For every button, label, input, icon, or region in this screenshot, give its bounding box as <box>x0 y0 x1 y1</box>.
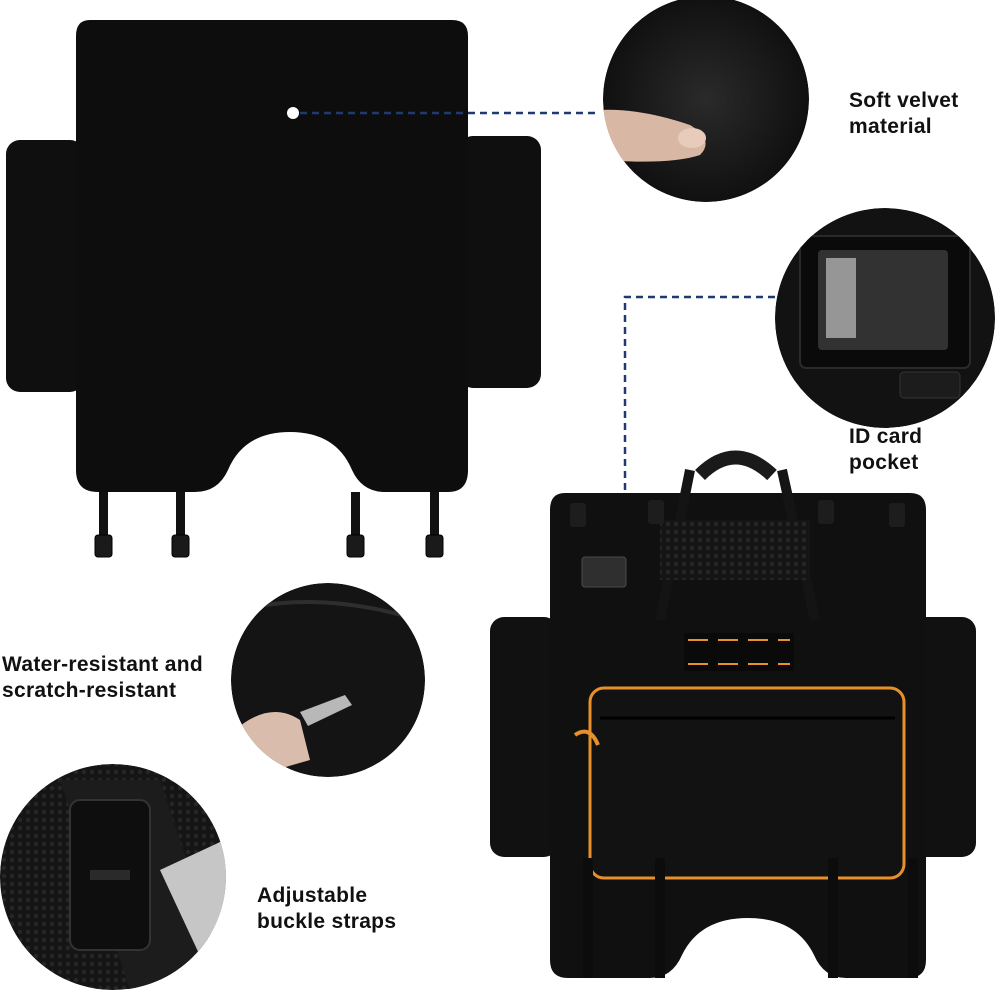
label-soft-velvet: Soft velvet material <box>849 89 959 138</box>
buckle <box>171 534 190 558</box>
zipper-pull <box>573 729 600 746</box>
left-side-flap <box>6 140 84 392</box>
callout-dot-velvet <box>287 107 299 119</box>
strap <box>430 492 439 540</box>
id-pocket-closeup <box>775 208 995 428</box>
mesh-pocket <box>660 520 810 580</box>
callout-line-id <box>623 295 776 538</box>
buckle-closeup <box>0 764 226 990</box>
cover-main-panel <box>76 20 468 492</box>
label-id-card-pocket: ID card pocket <box>849 425 923 474</box>
seat-cover-front-view <box>490 450 976 978</box>
zip-pocket <box>588 686 906 880</box>
velvet-closeup <box>603 0 809 202</box>
seat-cover-back-view <box>6 20 541 558</box>
key <box>300 695 352 726</box>
finger <box>603 109 706 162</box>
buckle <box>425 534 444 558</box>
left-side-pocket <box>490 617 558 857</box>
label-adjustable-buckle-straps: Adjustable buckle straps <box>257 884 397 933</box>
right-side-flap <box>459 136 541 388</box>
water-resistant-closeup <box>231 583 425 777</box>
bottom-straps <box>99 492 439 540</box>
strap <box>99 492 108 540</box>
strap <box>176 492 185 540</box>
strap <box>351 492 360 540</box>
label-water-resistant: Water-resistant and scratch-resistant <box>2 653 203 702</box>
strap-buckles <box>94 534 444 558</box>
buckle <box>94 534 113 558</box>
carry-handle <box>695 450 777 481</box>
id-card-window <box>581 556 627 588</box>
buckle <box>346 534 365 558</box>
